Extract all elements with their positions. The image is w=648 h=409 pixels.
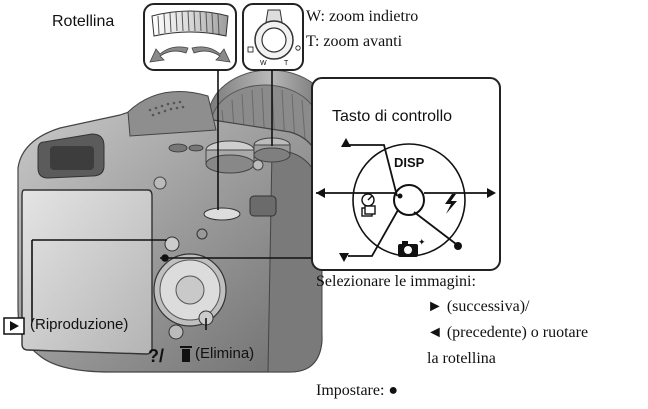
control-button-callout: ✦ (311, 77, 501, 271)
leader-lines (31, 70, 320, 330)
playback-label: (Riproduzione) (30, 316, 129, 333)
select-prev: ◄ (precedente) o ruotare (427, 324, 589, 341)
zoom-in-icon (295, 45, 301, 51)
zoom-out-icon (247, 46, 254, 53)
zoom-t-mark: T (284, 60, 289, 67)
select-next: ► (successiva)/ (427, 298, 530, 315)
dial-label: Rotellina (52, 13, 115, 30)
select-title: Selezionare le immagini: (316, 273, 476, 290)
set-instruction: Impostare: ● (316, 382, 399, 399)
zoom-w-mark: W (260, 60, 267, 67)
dial-callout (143, 3, 237, 71)
arrow-left-icon (316, 188, 325, 198)
self-timer-icon (361, 193, 376, 217)
trash-icon (180, 346, 192, 362)
bottom-label-markers: ?/ (3, 317, 192, 366)
zoom-t-label: T: zoom avanti (306, 33, 403, 50)
flash-icon (445, 194, 457, 214)
question-icon: ?/ (148, 346, 164, 366)
speaker-grille (148, 100, 185, 117)
set-dot-icon (454, 242, 462, 250)
zoom-lever-callout: W T (242, 3, 304, 71)
dial-ridges (157, 10, 220, 35)
arrow-right-icon (487, 188, 496, 198)
delete-label: (Elimina) (195, 345, 255, 362)
dial-rotate-arrows-icon (149, 46, 231, 63)
arrow-down-icon (339, 253, 349, 262)
control-button-title: Tasto di controllo (332, 108, 453, 125)
camera-body (17, 69, 333, 373)
smile-shutter-icon: ✦ (398, 237, 426, 257)
svg-text:✦: ✦ (418, 237, 426, 247)
zoom-w-label: W: zoom indietro (306, 8, 419, 25)
select-dial: la rotellina (427, 350, 496, 367)
arrow-up-icon (341, 138, 351, 147)
disp-label: DISP (394, 155, 425, 170)
